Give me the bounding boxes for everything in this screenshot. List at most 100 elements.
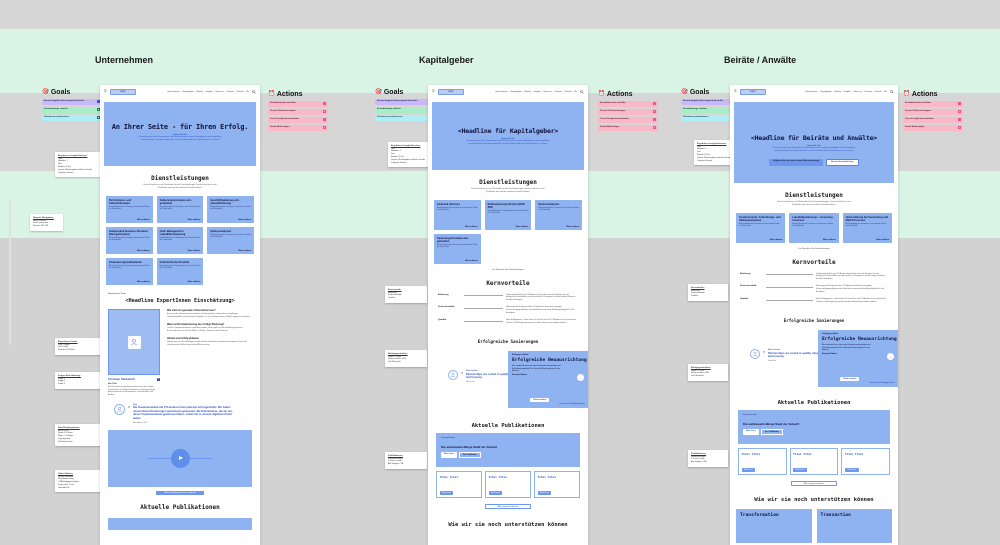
service-card-more-link[interactable]: Mehr erfahren bbox=[566, 226, 579, 228]
story-link[interactable]: Zur gesamten Erfolgsgeschichte bbox=[559, 402, 585, 405]
nav-item[interactable]: DE bbox=[884, 90, 887, 93]
service-card-more-link[interactable]: Mehr erfahren bbox=[137, 250, 150, 252]
publication-card[interactable]: Titel Titel Mehr lesen bbox=[789, 448, 839, 476]
nav-item[interactable]: Kapitalgeber bbox=[820, 90, 832, 93]
service-card-more-link[interactable]: Mehr erfahren bbox=[187, 219, 201, 221]
success-story-card[interactable]: Erfolgsgeschichte Erfolgreiche Neuausric… bbox=[818, 330, 898, 388]
search-icon[interactable] bbox=[580, 89, 584, 94]
video-cta-button[interactable]: Weitere Erfolgsgeschichten entdecken bbox=[156, 490, 204, 496]
hamburger-menu-icon[interactable]: ≡ bbox=[104, 88, 107, 94]
nav-item[interactable]: Über uns bbox=[543, 90, 552, 93]
nav-item[interactable]: Kapitalgeber bbox=[182, 90, 194, 93]
service-card[interactable]: Independent Business Reviews (Reorganisa… bbox=[106, 227, 153, 254]
action-tag[interactable]: Kontaktformular ausfüllen bbox=[903, 100, 963, 107]
action-tag[interactable]: Case & Insight herunterladen bbox=[598, 116, 658, 123]
service-card-more-link[interactable]: Mehr erfahren bbox=[187, 281, 201, 283]
service-card[interactable]: Liquiditätsplanungs- / steuerung Insolve… bbox=[789, 213, 839, 243]
nav-item[interactable]: Insights bbox=[205, 90, 213, 93]
story-link[interactable]: Zur gesamten Erfolgsgeschichte bbox=[869, 381, 895, 384]
nav-item[interactable]: Kontakt bbox=[874, 90, 882, 93]
service-card[interactable]: Sanierungskonzepte und -gutachten Beschr… bbox=[156, 196, 204, 223]
publication-card[interactable]: Titel Titel Mehr lesen bbox=[534, 471, 580, 499]
service-card-more-link[interactable]: Mehr erfahren bbox=[137, 281, 150, 283]
service-card[interactable]: Geschäftsplanung und -plausibilisierung … bbox=[207, 196, 254, 223]
service-card-more-link[interactable]: Mehr erfahren bbox=[876, 239, 889, 241]
services-overview-link[interactable]: Zur Übersicht aller Dienstleistungen bbox=[798, 248, 830, 250]
nav-item[interactable]: Über uns bbox=[215, 90, 224, 93]
service-card[interactable]: Refinanzierungs Review (RefU 300) Beschr… bbox=[484, 200, 532, 230]
linkedin-icon[interactable]: in bbox=[157, 377, 160, 381]
nav-item[interactable]: Insights bbox=[533, 90, 541, 93]
publication-card[interactable]: Titel Titel Mehr lesen bbox=[485, 471, 531, 499]
support-card[interactable]: Transformation bbox=[736, 509, 812, 544]
action-tag[interactable]: Social Media folgen bbox=[598, 124, 658, 131]
featured-insight-card[interactable]: Featured Insight Die wettbewerbsfähige S… bbox=[436, 433, 580, 468]
hamburger-menu-icon[interactable]: ≡ bbox=[734, 88, 737, 94]
service-card-more-link[interactable]: Mehr erfahren bbox=[515, 226, 529, 228]
nav-item[interactable]: DE bbox=[246, 90, 249, 93]
action-tag[interactable]: Kontaktformular ausfüllen bbox=[268, 100, 328, 107]
nav-item[interactable]: Beiräte bbox=[196, 90, 204, 93]
nav-item[interactable]: Unternehmen bbox=[805, 90, 818, 93]
search-icon[interactable] bbox=[252, 89, 256, 94]
publication-card-button[interactable]: Mehr lesen bbox=[741, 467, 756, 472]
service-card[interactable]: Finanzierungsmaßnahmen Beschreibung der … bbox=[106, 258, 153, 285]
logo[interactable]: Logo bbox=[739, 88, 766, 95]
support-card[interactable]: Transaction bbox=[816, 509, 892, 544]
publication-card-button[interactable]: Mehr lesen bbox=[537, 490, 552, 495]
nav-item[interactable]: Karriere bbox=[226, 90, 234, 93]
featured-insight-card[interactable]: Featured Insight Die wettbewerbsfähige S… bbox=[738, 410, 890, 445]
goal-tag[interactable]: Kontaktanfrage erhalten bbox=[375, 106, 435, 113]
expert-name[interactable]: Christian Säuberlich bbox=[108, 377, 136, 381]
hero-secondary-button[interactable]: Bereich Kontaktanfrage bbox=[826, 158, 859, 166]
nav-item[interactable]: Karriere bbox=[554, 90, 562, 93]
nav-item[interactable]: Kontakt bbox=[564, 90, 572, 93]
publication-card-button[interactable]: Mehr lesen bbox=[488, 490, 503, 495]
service-card-more-link[interactable]: Mehr erfahren bbox=[465, 226, 478, 228]
carousel-next-icon[interactable]: → bbox=[577, 374, 584, 382]
watch-video-button[interactable]: Video ansehen bbox=[530, 398, 550, 403]
nav-item[interactable]: DE bbox=[574, 90, 577, 93]
featured-read-button[interactable]: Mehr lesen bbox=[441, 451, 457, 458]
logo[interactable]: Logo bbox=[437, 88, 464, 95]
featured-read-button[interactable]: Mehr lesen bbox=[743, 428, 759, 435]
nav-item[interactable]: Beiräte bbox=[524, 90, 532, 93]
action-tag[interactable]: Termin / Rückruf anfragen bbox=[903, 108, 963, 115]
nav-item[interactable]: Karriere bbox=[864, 90, 872, 93]
service-card[interactable]: Interimistische Einsätze Beschreibung de… bbox=[156, 258, 204, 285]
nav-item[interactable]: Insights bbox=[843, 90, 851, 93]
service-card[interactable]: Optionsanalysen Beschreibung der Leistun… bbox=[207, 227, 254, 254]
publication-card[interactable]: Titel Titel Mehr lesen bbox=[436, 471, 482, 499]
action-tag[interactable]: Social Media folgen bbox=[903, 124, 963, 131]
play-button-icon[interactable] bbox=[170, 448, 190, 468]
video-player[interactable] bbox=[108, 429, 252, 487]
action-tag[interactable]: Kontaktformular ausfüllen bbox=[598, 100, 658, 107]
service-card[interactable]: Cash Management / Liquiditätssteuerung B… bbox=[156, 227, 204, 254]
all-insights-button[interactable]: Alle Insights entdecken bbox=[485, 504, 531, 510]
featured-publication-button[interactable]: Zur Publikation bbox=[760, 428, 783, 435]
hamburger-menu-icon[interactable]: ≡ bbox=[432, 88, 435, 94]
goal-tag[interactable]: Service-Angebot überzeugend darstellen bbox=[375, 98, 435, 105]
goal-tag[interactable]: Fachwissen positionieren bbox=[375, 114, 435, 121]
nav-item[interactable]: Über uns bbox=[853, 90, 862, 93]
success-story-card[interactable]: Erfolgsgeschichte Erfolgreiche Neuausric… bbox=[508, 351, 588, 409]
service-card-more-link[interactable]: Mehr erfahren bbox=[187, 250, 201, 252]
goal-tag[interactable]: Kontaktanfrage erhalten bbox=[42, 106, 102, 113]
publication-card-button[interactable]: Mehr lesen bbox=[844, 467, 859, 472]
service-card[interactable]: Optionsanalysen Beschreibung der Leistun… bbox=[535, 200, 582, 230]
service-card-more-link[interactable]: Mehr erfahren bbox=[238, 219, 251, 221]
watch-video-button[interactable]: Video ansehen bbox=[840, 377, 860, 382]
nav-item[interactable]: Kapitalgeber bbox=[510, 90, 522, 93]
service-card-more-link[interactable]: Mehr erfahren bbox=[823, 239, 836, 241]
carousel-next-icon[interactable]: → bbox=[887, 353, 894, 361]
service-card[interactable]: Financial Advisory Beschreibung der Leis… bbox=[434, 200, 481, 230]
service-card[interactable]: Unterstützung bei Verwertung und M&A Pro… bbox=[842, 213, 892, 243]
publication-card[interactable]: Titel Titel Mehr lesen bbox=[738, 448, 787, 476]
nav-item[interactable]: Kontakt bbox=[236, 90, 244, 93]
action-tag[interactable]: Termin / Rückruf anfragen bbox=[598, 108, 658, 115]
